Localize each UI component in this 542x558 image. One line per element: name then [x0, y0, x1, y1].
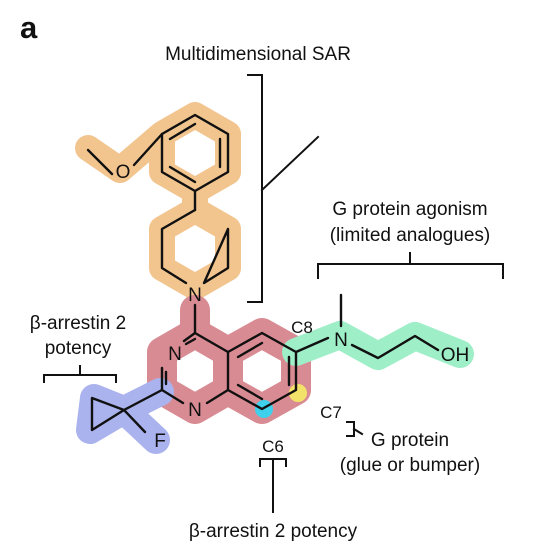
sar-bracket [247, 74, 263, 303]
sar-bracket-leader [260, 135, 320, 192]
hydroxyl-label: OH [441, 345, 470, 366]
c7-position-marker [289, 384, 307, 402]
piperidine-bonds [160, 189, 230, 335]
c7-bracket [346, 421, 364, 437]
quinazoline-n3-label: N [188, 400, 202, 421]
limited-analogues-label: (limited analogues) [330, 225, 491, 246]
g-protein-agonism-label: G protein agonism [332, 199, 487, 220]
c7-label: C7 [320, 403, 342, 422]
g-protein-agonism-bracket [317, 252, 504, 279]
amine-nitrogen-label: N [334, 330, 348, 351]
c8-label: C8 [291, 318, 313, 337]
methoxyphenyl-bonds [86, 113, 230, 193]
c6-bracket [259, 458, 287, 513]
cyclopropyl-bonds [90, 388, 164, 434]
aminoethanol-bonds [294, 293, 440, 360]
cyclopropyl-highlight [76, 378, 174, 454]
barrestin-left-label: β-arrestin 2 [30, 313, 126, 334]
potency-label: potency [45, 338, 112, 359]
glue-or-bumper-label: (glue or bumper) [340, 455, 480, 476]
methoxy-oxygen-label: O [116, 162, 131, 183]
barrestin-left-bracket [43, 365, 117, 383]
panel-label: a [20, 10, 38, 45]
multidimensional-sar-label: Multidimensional SAR [165, 44, 351, 65]
g-protein-glue-label: G protein [371, 430, 449, 451]
c6-label: C6 [262, 437, 284, 456]
barrestin-bottom-label: β-arrestin 2 potency [189, 521, 358, 542]
aminoethanol-highlight [282, 321, 474, 370]
quinazoline-n1-label: N [168, 344, 182, 365]
piperidine-nitrogen-label: N [188, 285, 202, 306]
fluorine-label: F [154, 431, 166, 452]
quinazoline-bonds [160, 331, 298, 411]
aryl-piperidine-highlight [75, 102, 241, 300]
